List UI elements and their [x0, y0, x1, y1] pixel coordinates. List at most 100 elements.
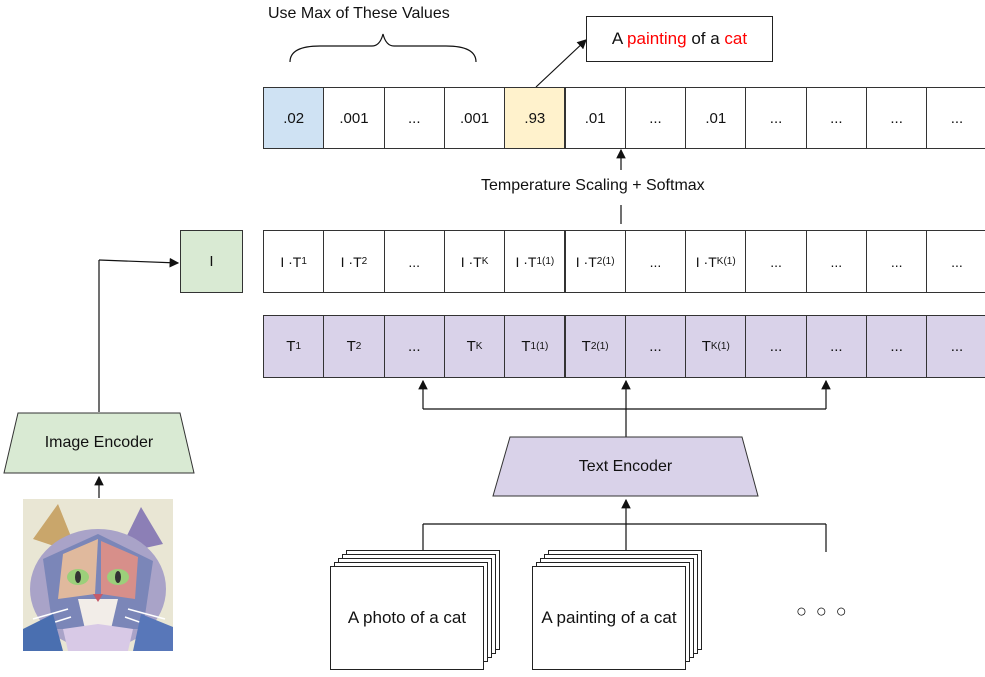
- text-embedding-cell: ...: [926, 315, 985, 378]
- caption-highlight-painting: painting: [627, 29, 687, 48]
- similarity-cell: ...: [926, 230, 985, 293]
- cell-label: ...: [408, 253, 421, 270]
- image-embedding-label: I: [209, 253, 214, 270]
- text-encoder-shape: [492, 436, 759, 497]
- image-embedding-box: I: [180, 230, 243, 293]
- prompt-card-photo-text: A photo of a cat: [347, 607, 467, 627]
- cell-label: ...: [951, 253, 963, 270]
- cell-label: I ·T: [340, 253, 362, 270]
- text-embedding-cell: ...: [745, 315, 807, 378]
- cell-label: I ·T: [460, 253, 482, 270]
- probability-value: ...: [830, 109, 843, 127]
- text-embedding-cell: ...: [383, 315, 445, 378]
- max-values-label: Use Max of These Values: [268, 5, 450, 22]
- prompt-card-photo: [330, 566, 484, 670]
- more-prompts-ellipsis: ○ ○ ○: [796, 601, 849, 621]
- cell-label: ...: [649, 253, 662, 270]
- cell-subscript: 2: [596, 256, 603, 267]
- similarity-cell: ...: [624, 230, 687, 293]
- cell-label: ...: [890, 253, 903, 270]
- similarity-cell: ...: [805, 230, 867, 293]
- cat-painting-image: [23, 499, 173, 651]
- probability-cell: .001: [323, 87, 385, 149]
- cell-subscript: 1: [530, 341, 537, 352]
- probability-cell: ...: [745, 87, 807, 149]
- cell-subscript: K: [475, 341, 483, 352]
- similarity-cell: ...: [745, 230, 807, 293]
- probability-cell: ...: [624, 87, 687, 149]
- brace: [289, 33, 477, 63]
- probability-value: .93: [524, 109, 546, 127]
- text-embedding-cell: ...: [866, 315, 928, 378]
- cell-label: I ·T: [280, 253, 302, 270]
- cell-label: T: [346, 338, 356, 355]
- probability-value: .02: [283, 109, 305, 127]
- probability-value: ...: [950, 109, 964, 127]
- cell-label: ...: [649, 338, 662, 355]
- image-encoder-shape: [3, 412, 195, 474]
- cell-label: ...: [770, 253, 782, 270]
- cell-label: ...: [830, 253, 843, 270]
- cell-label: T: [521, 338, 531, 355]
- cell-label: I ·T: [515, 253, 537, 270]
- text-encoder-label: Text Encoder: [578, 457, 673, 475]
- probability-cell: ...: [383, 87, 445, 149]
- probability-cell: ...: [926, 87, 985, 149]
- prompt-card-painting-text: A painting of a cat: [541, 607, 677, 627]
- similarity-cell: ...: [866, 230, 928, 293]
- probability-cell: .93: [504, 87, 566, 149]
- cell-subscript: 1: [295, 341, 302, 352]
- cell-label: T: [581, 338, 591, 355]
- probability-cell: ...: [805, 87, 867, 149]
- cell-label: ...: [830, 338, 843, 355]
- probability-cell: ...: [866, 87, 928, 149]
- cell-subscript: 2: [361, 256, 368, 267]
- selected-caption-box: A painting of a cat: [586, 16, 773, 62]
- caption-prefix: A: [611, 29, 628, 48]
- softmax-label: Temperature Scaling + Softmax: [481, 177, 705, 194]
- cell-subscript: 2: [355, 341, 362, 352]
- probability-cell: .001: [443, 87, 506, 149]
- cell-superscript: (1): [536, 341, 549, 352]
- similarity-cell: ...: [383, 230, 445, 293]
- probability-value: ...: [890, 109, 903, 127]
- cell-subscript: K: [481, 256, 489, 267]
- probability-value: .01: [584, 109, 606, 127]
- text-embedding-cell: ...: [805, 315, 867, 378]
- cell-subscript: 2: [590, 341, 597, 352]
- cell-subscript: 1: [536, 256, 542, 267]
- cell-label: T: [286, 338, 296, 355]
- cell-label: ...: [769, 338, 783, 355]
- probability-value: ...: [649, 109, 662, 127]
- probability-cell: .01: [564, 87, 626, 149]
- cell-superscript: (1): [717, 341, 730, 352]
- cell-superscript: (1): [596, 341, 609, 352]
- cell-label: I ·T: [575, 253, 597, 270]
- caption-highlight-cat: cat: [724, 29, 748, 48]
- probability-value: .01: [705, 109, 727, 127]
- cell-superscript: (1): [542, 256, 555, 267]
- probability-value: ...: [769, 109, 783, 127]
- cell-superscript: (1): [723, 256, 736, 267]
- probability-value: .001: [459, 109, 490, 127]
- cell-subscript: K: [710, 341, 718, 352]
- cell-label: T: [466, 338, 476, 355]
- cell-subscript: 1: [301, 256, 307, 267]
- probability-value: ...: [407, 109, 421, 127]
- probability-cell: .01: [685, 87, 747, 149]
- caption-middle: of a: [686, 29, 725, 48]
- cell-label: I ·T: [695, 253, 717, 270]
- cell-label: ...: [407, 338, 421, 355]
- cell-superscript: (1): [602, 256, 615, 267]
